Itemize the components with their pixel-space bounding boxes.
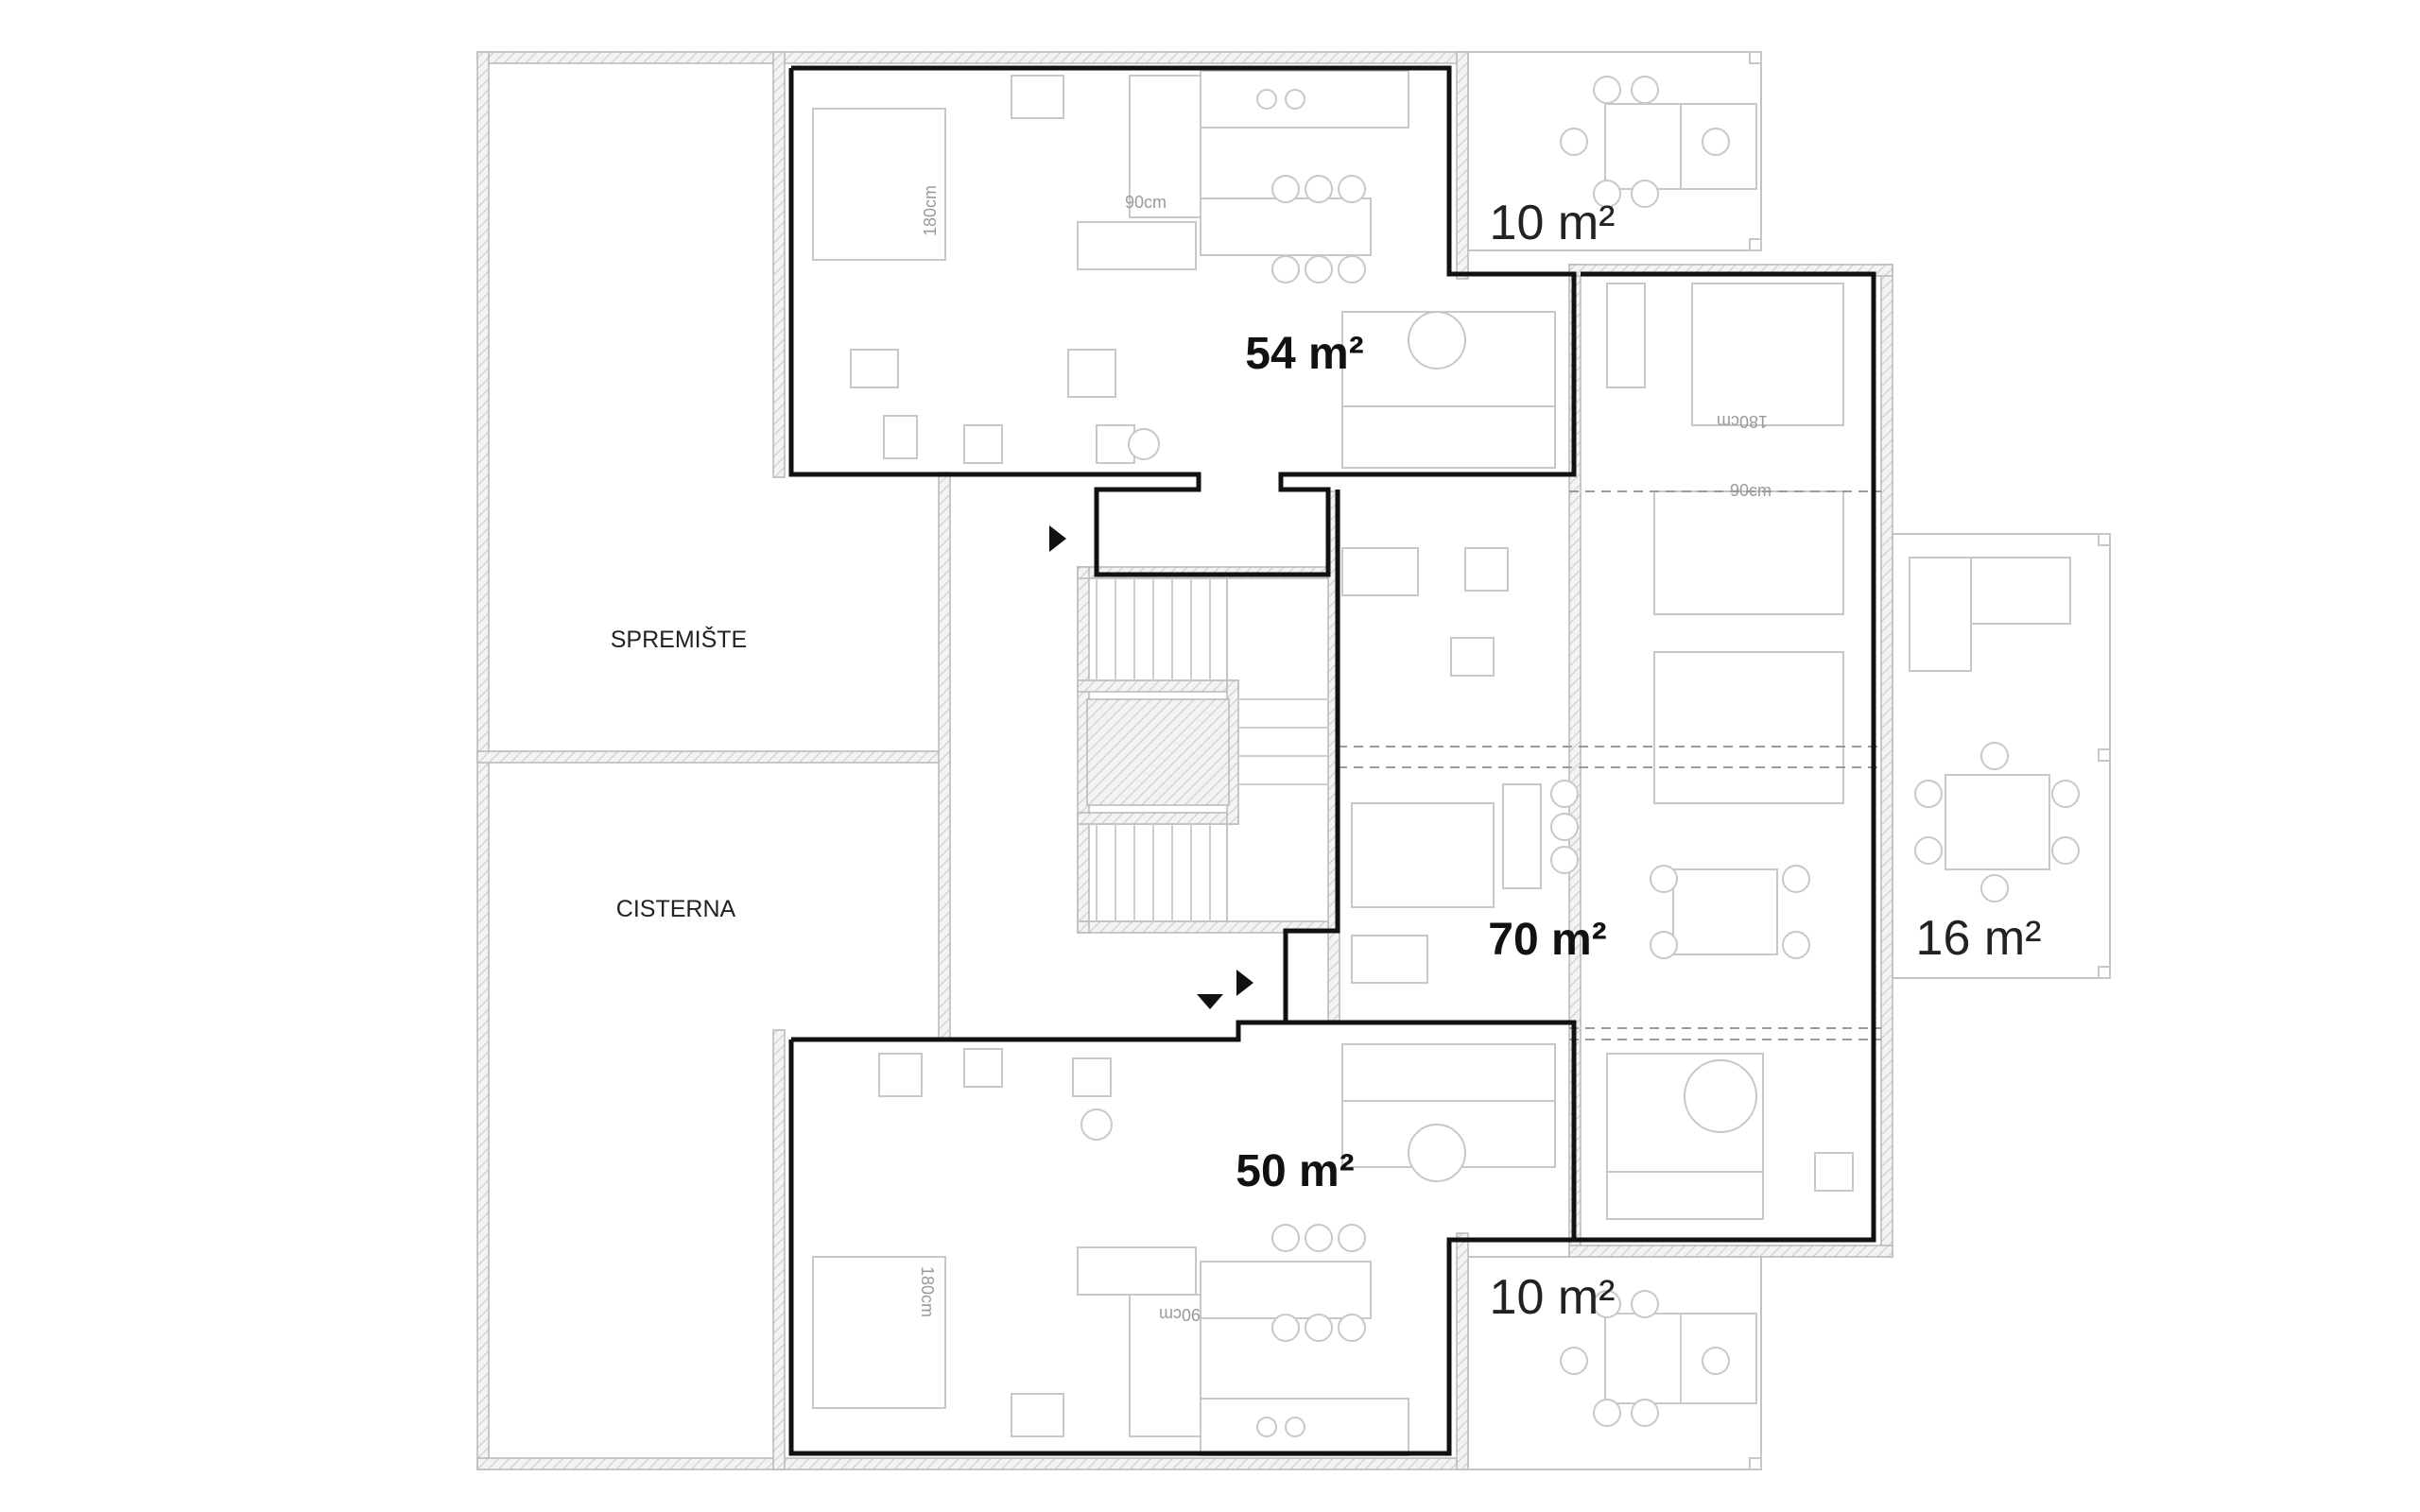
- staircase: [1077, 577, 1328, 922]
- apartment-area-right: 70 m²: [1488, 915, 1606, 965]
- terrace-right: [1892, 533, 2111, 979]
- bed-length-label-top: 180cm: [921, 185, 940, 236]
- entry-arrows: [1049, 525, 1253, 1009]
- terrace-bottom: [1467, 1256, 1762, 1470]
- terrace-area-top: 10 m²: [1490, 196, 1616, 250]
- entry-arrow-right: [1236, 970, 1253, 996]
- bed-length-label-right: 180cm: [1717, 412, 1768, 431]
- furniture-bottom-apartment: 90cm 180cm: [812, 1043, 1556, 1456]
- terrace-area-bottom: 10 m²: [1490, 1270, 1616, 1325]
- furniture-right-apartment: 180cm 90cm: [1341, 283, 1854, 1220]
- room-label-storage: SPREMIŠTE: [611, 626, 747, 653]
- apartment-outline-top: [788, 65, 1577, 577]
- bed-length-label-bottom: 180cm: [918, 1266, 937, 1317]
- entry-arrow-bottom: [1197, 994, 1223, 1009]
- dashed-lines: [1338, 490, 1881, 1040]
- apartment-outline-bottom: [788, 1020, 1577, 1456]
- furniture-top-apartment: 90cm 180cm: [812, 70, 1556, 469]
- apartment-area-bottom: 50 m²: [1236, 1146, 1354, 1196]
- terrace-area-right: 16 m²: [1916, 911, 2042, 966]
- entry-arrow-top: [1049, 525, 1066, 552]
- apartment-area-top: 54 m²: [1245, 329, 1363, 379]
- building-walls: [476, 51, 1893, 1470]
- terrace-top: [1467, 51, 1762, 251]
- bed-width-label-bottom: 90cm: [1159, 1305, 1201, 1324]
- room-label-cistern: CISTERNA: [616, 896, 736, 922]
- bed-width-label-top: 90cm: [1125, 193, 1167, 212]
- apartment-outlines: [788, 65, 1876, 1456]
